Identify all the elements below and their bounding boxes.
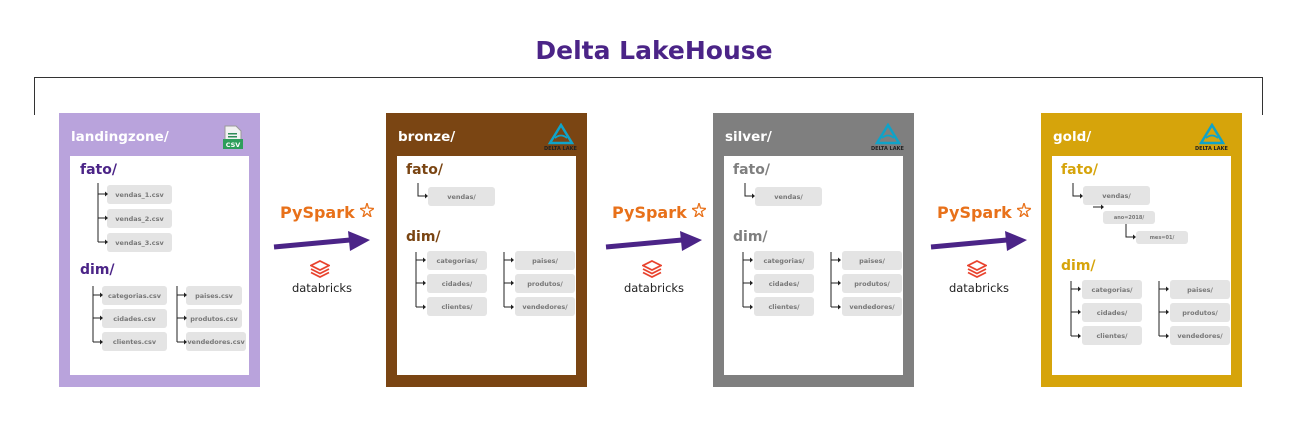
dim-item: paises/ [842,251,902,270]
delta-lake-icon: DELTA LAKE [541,122,581,153]
dim-item: produtos/ [842,274,902,293]
dim-item: categorias/ [1082,280,1142,299]
databricks-label: databricks [623,281,685,295]
dim-item: categorias/ [754,251,814,270]
pyspark-label: PySpark [937,203,1012,222]
fato-item: vendas/ [428,187,495,206]
dim-item: paises.csv [186,286,242,305]
pyspark-logo: PySpark [280,200,377,222]
fato-label: fato/ [406,162,443,178]
pyspark-label: PySpark [612,203,687,222]
dim-item: clientes/ [754,297,814,316]
zone-title: gold/ [1053,129,1092,145]
fato-label: fato/ [1061,162,1098,178]
fato-subfolder: mes=01/ [1136,231,1188,244]
dim-item: paises/ [515,251,575,270]
diagram-title: Delta LakeHouse [535,36,773,65]
zone-title: landingzone/ [71,129,169,145]
zone-title: bronze/ [398,129,456,145]
dim-item: vendedores/ [842,297,902,316]
dim-item: vendedores.csv [186,332,246,351]
zone-panel: fato/ vendas/ dim/ categorias/ cidades/ … [397,156,576,375]
delta-lake-label: DELTA LAKE [544,146,577,152]
fato-item: vendas/ [1083,186,1150,205]
dim-item: categorias.csv [102,286,167,305]
zone-panel: fato/ vendas/ dim/ categorias/ cidades/ … [724,156,903,375]
delta-lake-icon: DELTA LAKE [1192,122,1232,153]
csv-icon-label: CSV [226,141,241,149]
spark-star-icon [358,200,377,219]
zone-panel: fato/ vendas/ ano=2018/ mes=01/ dim/ cat… [1052,156,1231,375]
dim-label: dim/ [733,229,768,245]
lakehouse-bracket [34,77,1263,115]
zone-bronze: bronze/ DELTA LAKE fato/ vendas/ dim/ ca… [386,113,587,387]
pipeline-connector: PySpark databricks [929,193,1039,303]
databricks-label: databricks [948,281,1010,295]
zone-landingzone: landingzone/ CSV fato/ vendas_1.csv vend… [59,113,260,387]
dim-item: categorias/ [427,251,487,270]
fato-subfolder: ano=2018/ [1103,211,1155,224]
dim-item: clientes/ [427,297,487,316]
dim-item: produtos/ [1170,303,1230,322]
pyspark-logo: PySpark [937,200,1034,222]
delta-lake-label: DELTA LAKE [871,146,904,152]
dim-item: clientes.csv [102,332,167,351]
dim-item: paises/ [1170,280,1230,299]
fato-item: vendas_2.csv [107,209,172,228]
spark-star-icon [1015,200,1034,219]
zone-title: silver/ [725,129,772,145]
zone-panel: fato/ vendas_1.csv vendas_2.csv vendas_3… [70,156,249,375]
csv-file-icon: CSV [222,125,244,155]
dim-label: dim/ [80,262,115,278]
flow-arrow-icon [273,231,370,251]
fato-item: vendas/ [755,187,822,206]
dim-item: produtos.csv [186,309,242,328]
dim-item: cidades.csv [102,309,167,328]
zone-silver: silver/ DELTA LAKE fato/ vendas/ dim/ ca… [713,113,914,387]
dim-label: dim/ [406,229,441,245]
flow-arrow-icon [930,231,1027,251]
databricks-label: databricks [291,281,353,295]
dim-item: clientes/ [1082,326,1142,345]
flow-arrow-icon [605,231,702,251]
dim-item: cidades/ [427,274,487,293]
spark-star-icon [690,200,709,219]
fato-label: fato/ [80,162,117,178]
databricks-icon [308,259,332,282]
delta-lake-label: DELTA LAKE [1195,146,1228,152]
fato-item: vendas_3.csv [107,233,172,252]
databricks-icon [965,259,989,282]
dim-item: cidades/ [754,274,814,293]
dim-item: cidades/ [1082,303,1142,322]
pyspark-label: PySpark [280,203,355,222]
dim-item: produtos/ [515,274,575,293]
dim-item: vendedores/ [515,297,575,316]
databricks-icon [640,259,664,282]
dim-label: dim/ [1061,258,1096,274]
fato-label: fato/ [733,162,770,178]
pipeline-connector: PySpark databricks [272,193,382,303]
zone-gold: gold/ DELTA LAKE fato/ vendas/ ano=2018/… [1041,113,1242,387]
delta-lake-icon: DELTA LAKE [868,122,908,153]
fato-item: vendas_1.csv [107,185,172,204]
pipeline-connector: PySpark databricks [604,193,714,303]
pyspark-logo: PySpark [612,200,709,222]
dim-item: vendedores/ [1170,326,1230,345]
